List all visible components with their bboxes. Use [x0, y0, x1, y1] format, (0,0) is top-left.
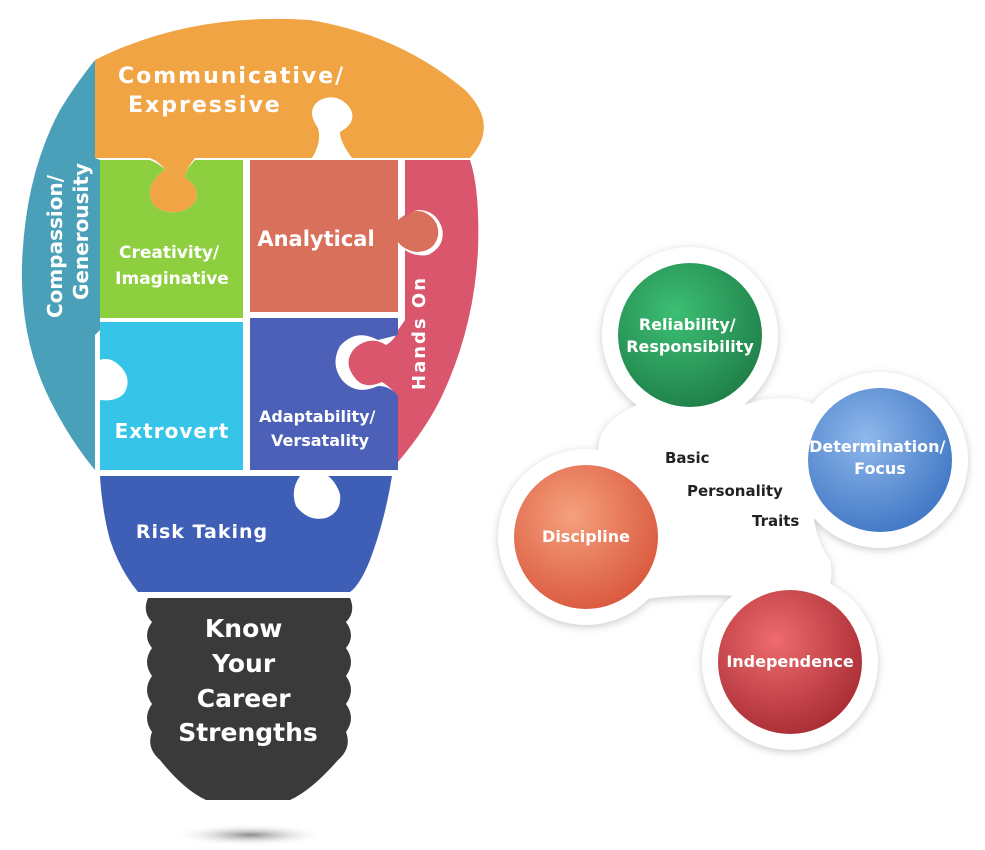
- puzzle-piece-extrovert: [100, 322, 243, 470]
- label-analytical: Analytical: [257, 227, 374, 251]
- label-creativity: Creativity/ Imaginative: [115, 243, 229, 289]
- puzzle-piece-adaptability: [250, 318, 398, 470]
- label-risk-taking: Risk Taking: [136, 521, 268, 543]
- label-determination: Determination/ Focus: [809, 437, 951, 478]
- career-strengths-bulb: Communicative/ Expressive Compassion/ Ge…: [21, 18, 484, 846]
- label-communicative: Communicative/ Expressive: [118, 64, 355, 118]
- bulb-base: [145, 598, 353, 800]
- label-discipline: Discipline: [542, 527, 630, 546]
- puzzle-piece-risk-taking: [100, 476, 392, 592]
- label-bulb-base: Know Your Career Strengths: [178, 614, 318, 747]
- label-extrovert: Extrovert: [115, 419, 230, 443]
- trait-circle-discipline: [514, 465, 658, 609]
- label-basic-personality-traits: Basic Personality Traits: [665, 449, 799, 530]
- puzzle-piece-analytical: [250, 160, 439, 312]
- puzzle-piece-hands-on: [348, 160, 479, 462]
- label-independence: Independence: [726, 652, 854, 671]
- personality-traits-diagram: Reliability/ Responsibility Determinatio…: [498, 247, 968, 750]
- label-reliability: Reliability/ Responsibility: [626, 315, 754, 356]
- puzzle-piece-compassion: [21, 60, 100, 470]
- puzzle-piece-communicative: [95, 18, 484, 213]
- trait-circle-reliability: [618, 263, 762, 407]
- label-adaptability: Adaptability/ Versatality: [259, 407, 381, 450]
- trait-circle-independence: [718, 590, 862, 734]
- puzzle-piece-creativity: [100, 160, 243, 318]
- bulb-shadow: [172, 824, 328, 846]
- label-hands-on: Hands On: [409, 276, 430, 390]
- label-compassion: Compassion/ Generousity: [43, 163, 93, 318]
- trait-circle-determination: [808, 388, 952, 532]
